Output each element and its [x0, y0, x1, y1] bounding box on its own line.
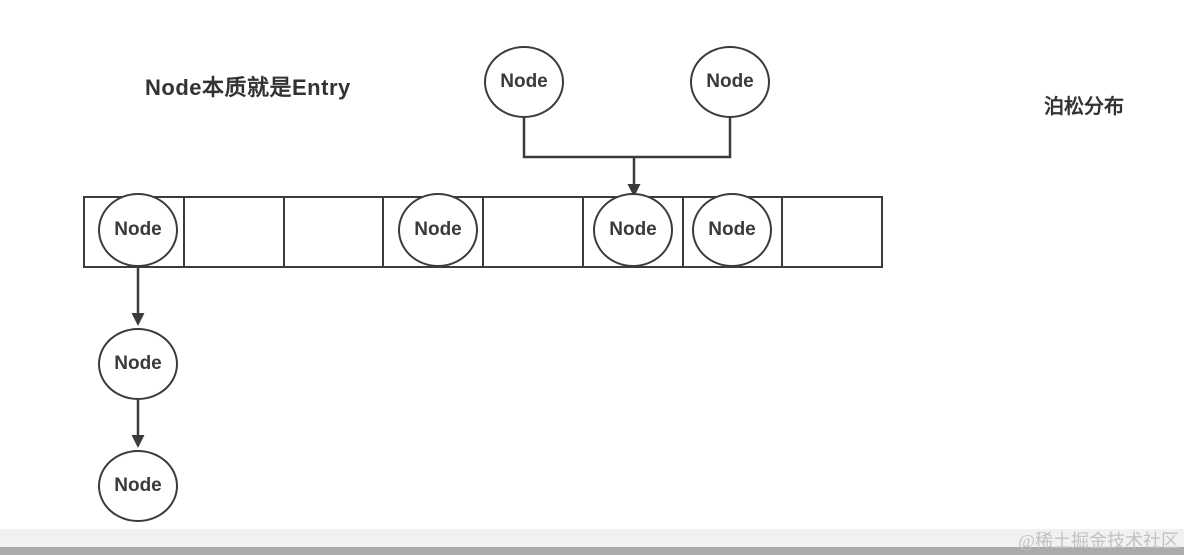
chain-node-1-label: Node — [114, 353, 162, 374]
bucket-node-3: Node — [398, 193, 478, 267]
poisson-annotation: 泊松分布 — [1044, 96, 1124, 118]
chain-node-2: Node — [98, 450, 178, 522]
bucket-cell-3 — [382, 198, 482, 266]
bucket-cell-2 — [282, 198, 383, 266]
top-node-right-label: Node — [706, 71, 754, 92]
diagram-title: Node本质就是Entry — [145, 75, 351, 100]
juejin-watermark: @稀土掘金技术社区 — [1018, 531, 1179, 551]
bucket-cell-7 — [781, 198, 881, 266]
bucket-node-5: Node — [593, 193, 673, 267]
top-node-left-label: Node — [500, 71, 548, 92]
bucket-array — [83, 196, 883, 268]
top-node-right: Node — [690, 46, 770, 118]
chain-node-1: Node — [98, 328, 178, 400]
bucket-node-6: Node — [692, 193, 772, 267]
top-merge-connector-line — [522, 118, 732, 159]
bucket-node-3-label: Node — [414, 219, 462, 240]
bucket-node-5-label: Node — [609, 219, 657, 240]
bucket-cell-4 — [482, 198, 582, 266]
chain-arrow-head-1-icon — [131, 313, 145, 326]
chain-node-2-label: Node — [114, 475, 162, 496]
bucket-node-0: Node — [98, 193, 178, 267]
bucket-cell-6 — [681, 198, 782, 266]
footer-band-light — [0, 529, 1184, 547]
footer-band-dark — [0, 547, 1184, 555]
bucket-cell-5 — [581, 198, 682, 266]
bucket-node-0-label: Node — [114, 219, 162, 240]
bucket-cell-1 — [182, 198, 283, 266]
top-node-left: Node — [484, 46, 564, 118]
chain-arrow-head-2-icon — [131, 435, 145, 448]
bucket-node-6-label: Node — [708, 219, 756, 240]
